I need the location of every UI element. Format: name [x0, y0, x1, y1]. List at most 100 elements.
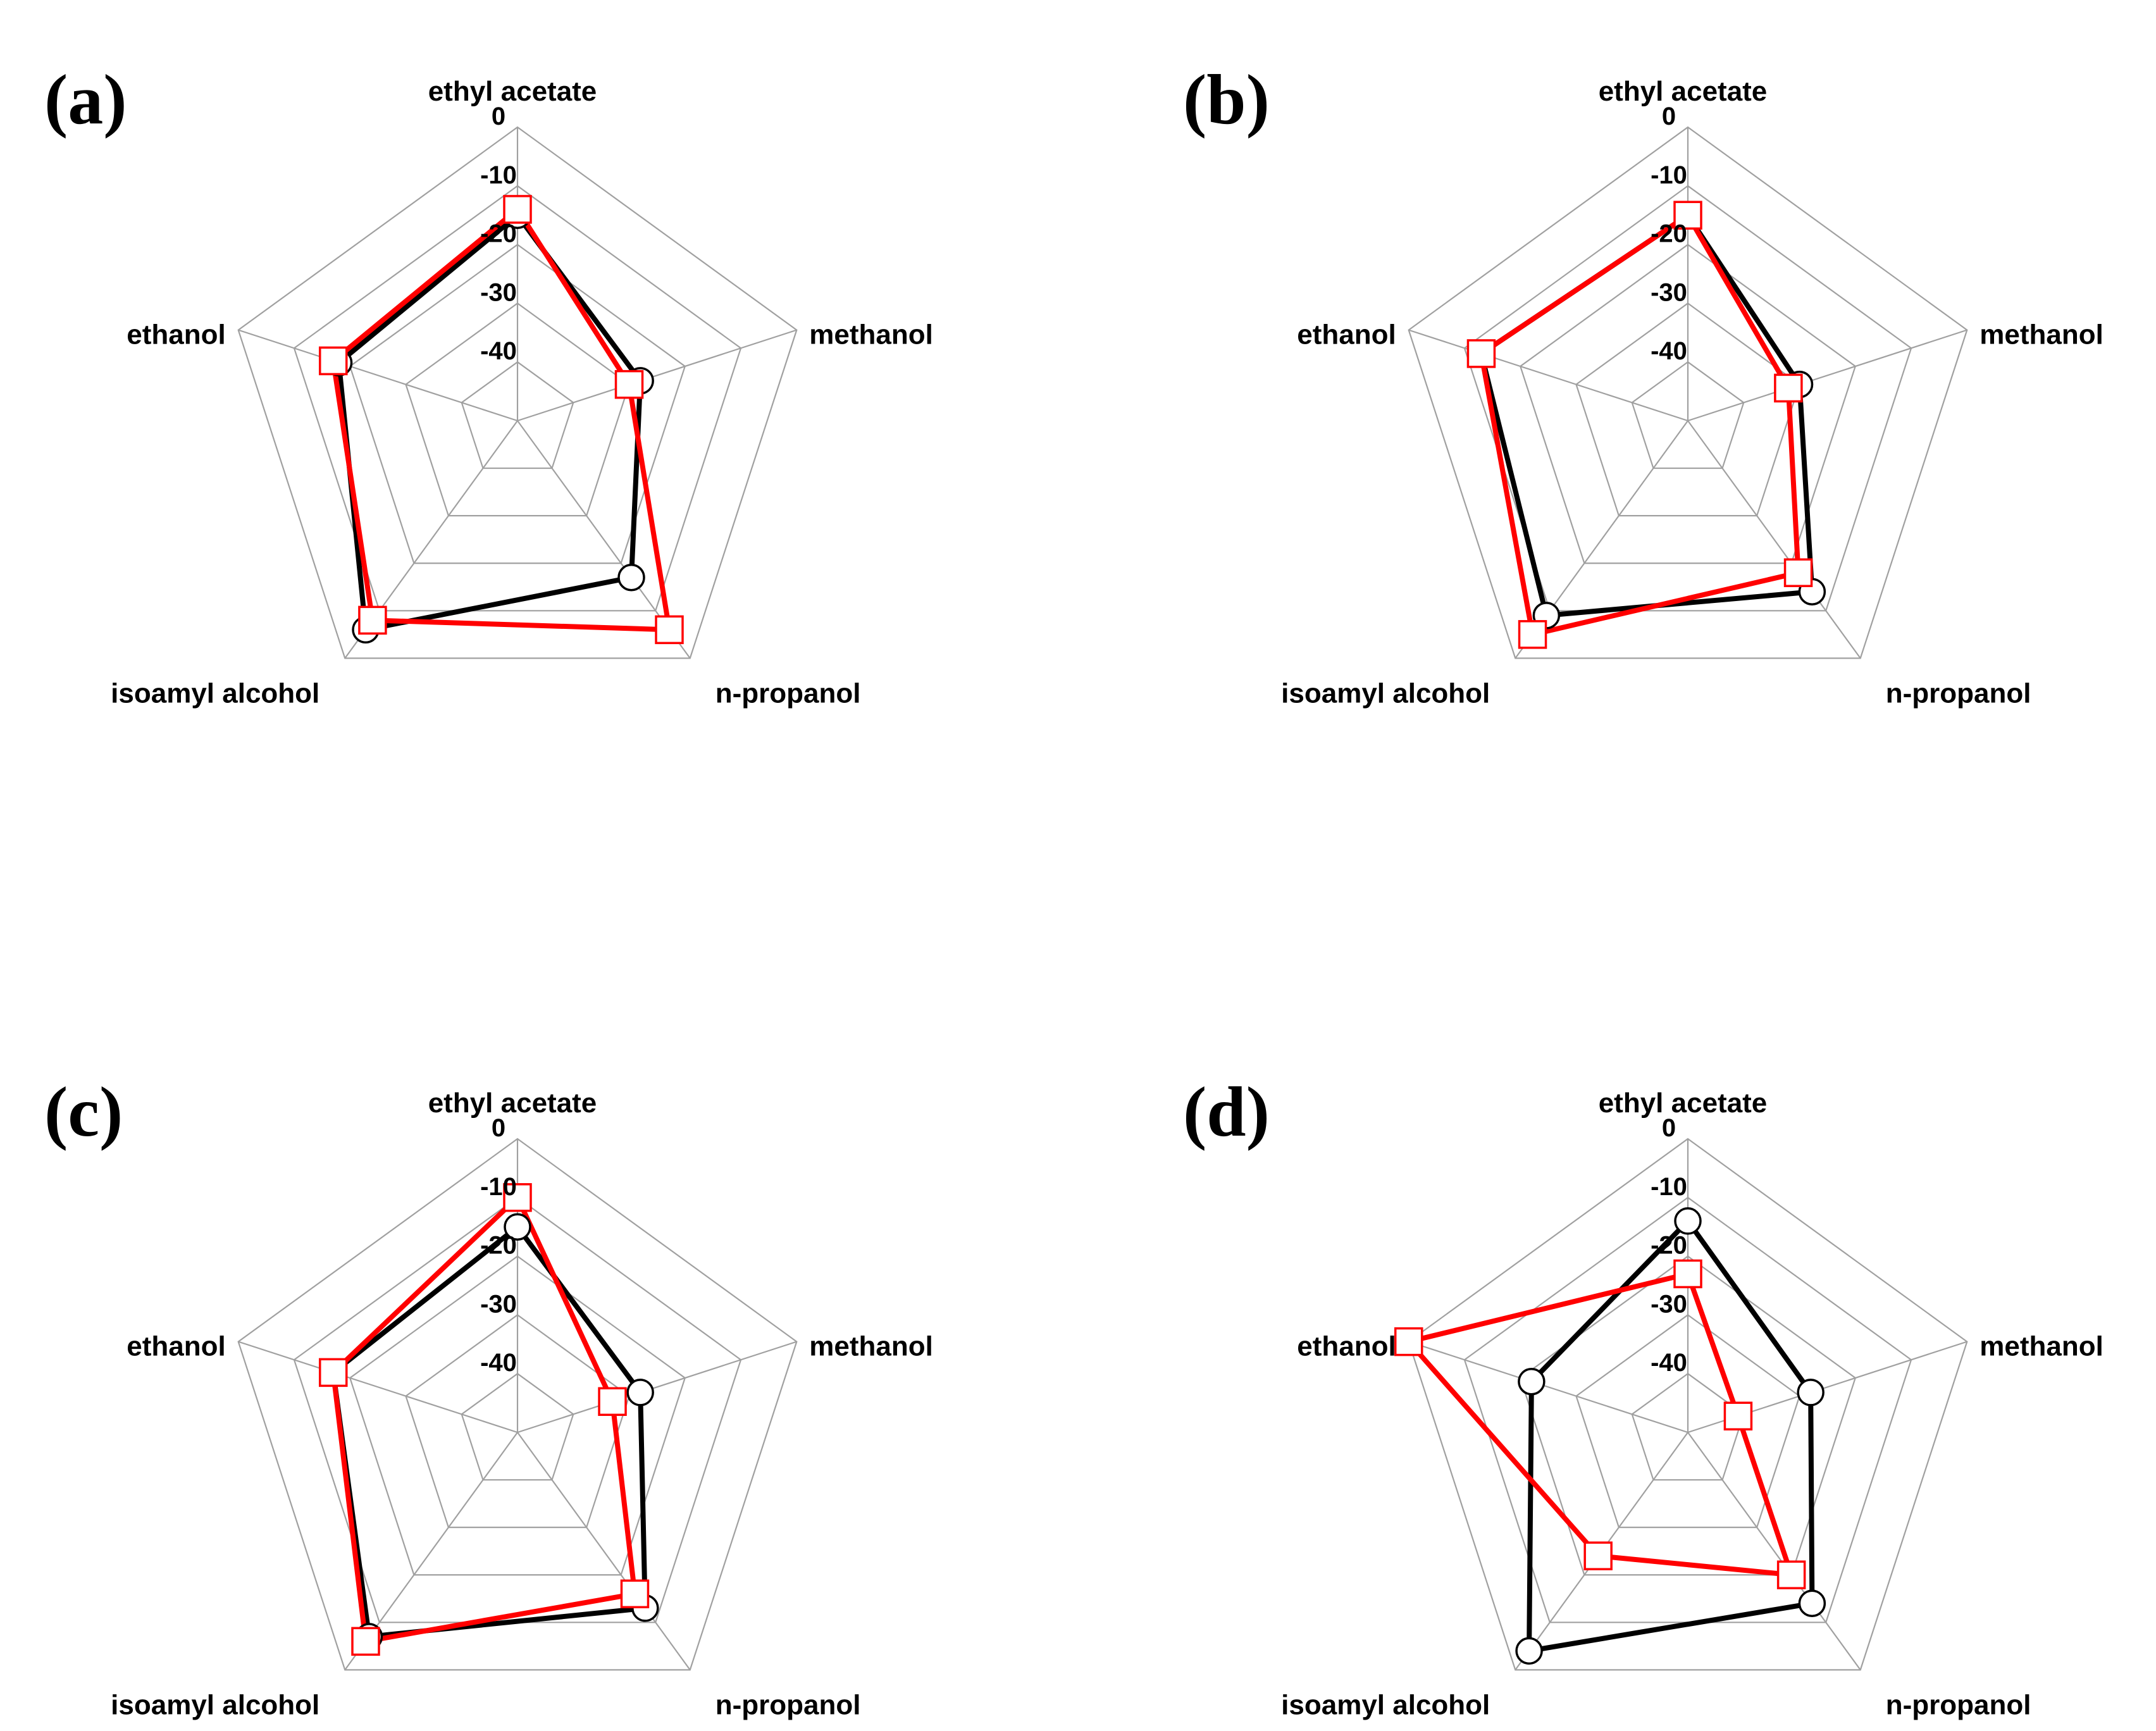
grid-ring	[349, 244, 686, 564]
grid-ring	[1575, 1314, 1800, 1529]
axis-label: methanol	[1979, 320, 2103, 351]
grid-ring	[1463, 185, 1912, 612]
data-point	[614, 369, 644, 399]
series-line	[330, 1193, 638, 1645]
data-point	[351, 1627, 380, 1656]
grid-ring	[1408, 1138, 1968, 1671]
panel-label: (d)	[1183, 1073, 1270, 1151]
series-line	[330, 205, 672, 633]
axis-label: ethyl acetate	[428, 1088, 597, 1119]
data-point	[1723, 1401, 1753, 1430]
tick-label: 0	[1662, 102, 1676, 130]
data-point	[1776, 1560, 1806, 1589]
series-line	[1404, 1270, 1795, 1578]
data-point	[1673, 201, 1702, 230]
axis-label: ethanol	[1297, 320, 1396, 351]
axis-label: ethyl acetate	[1599, 76, 1768, 107]
axis-label: methanol	[809, 320, 933, 351]
data-point	[1673, 1259, 1702, 1289]
panel-label: (c)	[44, 1073, 123, 1151]
tick-label: -40	[1651, 1349, 1687, 1377]
tick-label: -30	[480, 1290, 517, 1318]
grid-ring	[237, 1138, 798, 1671]
data-point	[1583, 1541, 1613, 1570]
data-point	[617, 564, 645, 592]
data-point	[504, 1213, 531, 1241]
tick-label: 0	[1662, 1114, 1676, 1142]
grid-ring	[349, 1255, 686, 1576]
grid-ring	[237, 126, 798, 659]
tick-label: -10	[480, 1173, 517, 1201]
data-point	[1518, 620, 1547, 649]
axis-label: n-propanol	[716, 1689, 861, 1720]
grid-ring	[1519, 1255, 1857, 1576]
axis-label: isoamyl alcohol	[111, 1689, 319, 1720]
series-line	[330, 1223, 648, 1640]
tick-label: -20	[480, 1232, 517, 1260]
data-point	[1515, 1637, 1543, 1665]
axis-spoke	[1408, 1341, 1688, 1434]
tick-label: -10	[1651, 1173, 1687, 1201]
grid-ring	[405, 302, 630, 517]
data-point	[598, 1387, 627, 1416]
tick-label: -20	[1651, 220, 1687, 248]
axis-label: n-propanol	[1886, 1689, 2031, 1720]
axis-label: ethanol	[1297, 1331, 1396, 1362]
tick-label: -40	[480, 337, 517, 365]
tick-label: 0	[492, 1114, 505, 1142]
axis-spoke	[238, 329, 518, 422]
tick-label: -10	[1651, 161, 1687, 189]
axis-label: ethyl acetate	[1599, 1088, 1768, 1119]
axis-label: n-propanol	[716, 678, 861, 709]
axis-label: ethanol	[127, 1331, 225, 1362]
data-point	[1518, 1367, 1546, 1396]
data-point	[1774, 373, 1803, 403]
tick-label: -20	[1651, 1232, 1687, 1260]
data-point	[1798, 1589, 1826, 1618]
axis-spoke	[517, 1341, 797, 1434]
panel-label: (b)	[1183, 61, 1270, 139]
axis-spoke	[1687, 420, 1861, 659]
axis-spoke	[1408, 329, 1688, 422]
series-line	[1478, 211, 1801, 638]
axis-label: isoamyl alcohol	[1281, 678, 1490, 709]
data-point	[1783, 558, 1813, 587]
data-point	[1797, 1379, 1825, 1406]
data-point	[503, 1183, 532, 1212]
tick-label: -30	[480, 278, 517, 306]
axis-spoke	[238, 1341, 518, 1434]
data-point	[1674, 1207, 1702, 1235]
axis-spoke	[517, 1432, 691, 1671]
tick-label: -10	[480, 161, 517, 189]
data-point	[503, 195, 532, 224]
panel-label: (a)	[44, 61, 127, 139]
series-line	[336, 211, 643, 633]
tick-label: 0	[492, 102, 505, 130]
radar-panel: 0 -10 -20 -30 -40 ethyl acetate methanol n-prop…	[44, 61, 933, 709]
tick-label: -40	[1651, 337, 1687, 365]
axis-label: isoamyl alcohol	[1281, 1689, 1490, 1720]
grid-ring	[1631, 361, 1745, 469]
tick-label: -30	[1651, 278, 1687, 306]
axis-label: methanol	[1979, 1331, 2103, 1362]
data-point	[620, 1579, 650, 1609]
tick-label: -40	[480, 1349, 517, 1377]
data-point	[1466, 339, 1496, 368]
series-line	[1527, 1217, 1815, 1654]
grid-ring	[1519, 244, 1857, 564]
axis-label: ethyl acetate	[428, 76, 597, 107]
axis-spoke	[517, 329, 797, 422]
axis-label: isoamyl alcohol	[111, 678, 319, 709]
axis-spoke	[1687, 329, 1967, 422]
axis-spoke	[1687, 1432, 1861, 1671]
grid-ring	[461, 1372, 574, 1481]
grid-ring	[461, 361, 574, 469]
data-point	[318, 1358, 348, 1387]
data-point	[318, 346, 348, 376]
axis-label: ethanol	[127, 320, 225, 351]
tick-label: -20	[480, 220, 517, 248]
